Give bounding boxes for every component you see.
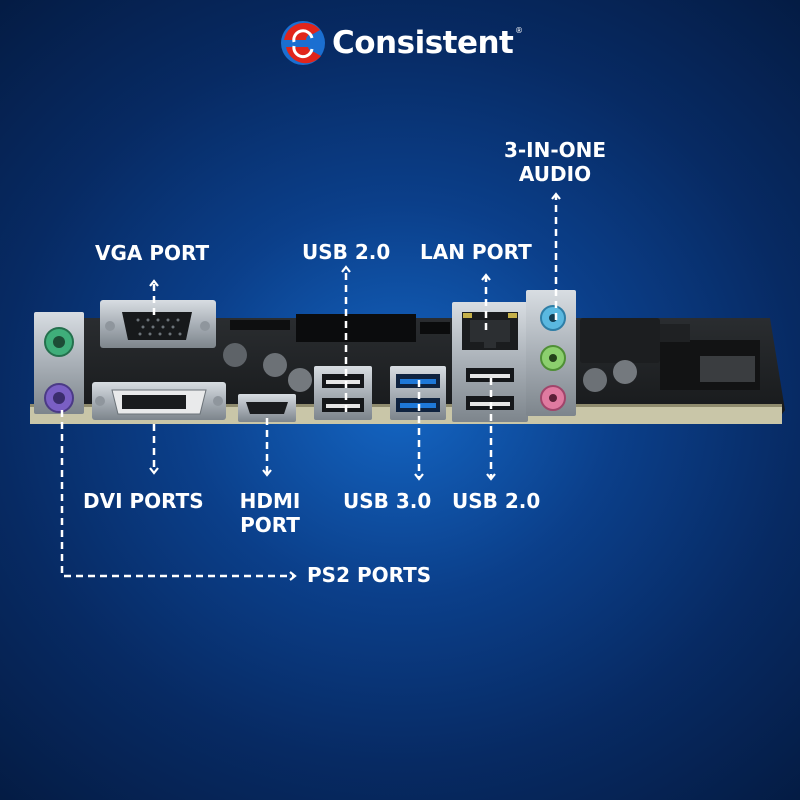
registered-mark: ®	[515, 26, 523, 35]
label-ps2-ports: PS2 PORTS	[307, 563, 432, 587]
lan-usb-stack	[452, 302, 528, 422]
label-hdmi-line2: PORT	[240, 513, 300, 537]
ps2-port-stack	[34, 312, 84, 414]
hdmi-port[interactable]	[238, 394, 296, 422]
label-audio-line1: 3-IN-ONE	[503, 138, 607, 162]
brand-name: Consistent	[332, 25, 514, 61]
label-lan-port: LAN PORT	[420, 240, 532, 264]
consistent-logo-icon	[281, 21, 325, 65]
label-vga-port: VGA PORT	[95, 241, 210, 265]
brand-logo: Consistent ®	[280, 18, 523, 68]
dvi-port[interactable]	[92, 382, 226, 420]
label-hdmi-port: HDMI PORT	[230, 489, 310, 537]
label-usb30: USB 3.0	[343, 489, 432, 513]
background-components	[223, 314, 760, 392]
usb20-port-stack-left	[314, 366, 372, 420]
label-dvi-ports: DVI PORTS	[83, 489, 204, 513]
audio-jack-stack	[526, 290, 576, 416]
label-3-in-one-audio: 3-IN-ONE AUDIO	[490, 138, 620, 186]
vga-port[interactable]	[100, 300, 216, 348]
label-usb20-bottom: USB 2.0	[452, 489, 541, 513]
label-audio-line2: AUDIO	[518, 162, 592, 186]
label-usb20-top: USB 2.0	[302, 240, 391, 264]
label-hdmi-line1: HDMI	[239, 489, 301, 513]
lan-port[interactable]	[462, 312, 518, 350]
